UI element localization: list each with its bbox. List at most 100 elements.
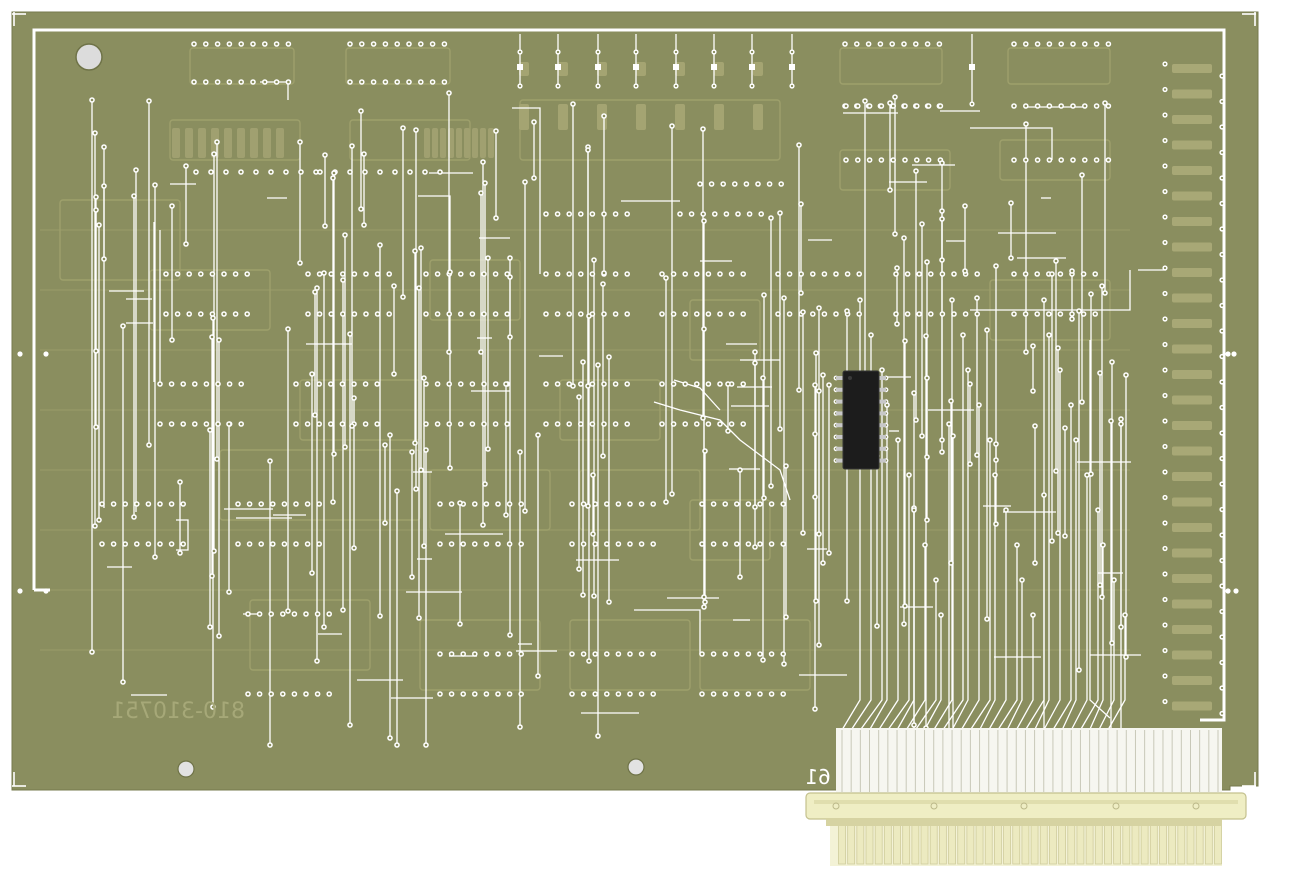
via bbox=[1041, 297, 1047, 303]
via bbox=[413, 486, 419, 492]
via bbox=[659, 381, 665, 387]
via bbox=[268, 691, 275, 697]
via bbox=[585, 503, 591, 509]
via bbox=[1030, 343, 1036, 349]
via bbox=[783, 614, 789, 620]
via bbox=[1219, 634, 1225, 640]
via bbox=[821, 271, 828, 277]
via bbox=[745, 651, 752, 657]
via bbox=[180, 381, 186, 387]
via bbox=[391, 371, 397, 377]
via bbox=[1162, 290, 1168, 297]
via bbox=[663, 499, 669, 505]
via bbox=[723, 211, 730, 217]
via bbox=[518, 691, 524, 697]
via bbox=[1162, 214, 1168, 220]
via bbox=[866, 103, 873, 109]
via bbox=[93, 207, 99, 213]
via bbox=[340, 277, 346, 283]
via bbox=[699, 691, 705, 697]
via bbox=[780, 541, 786, 547]
silkscreen: 810-310751 61 bbox=[111, 699, 831, 789]
via bbox=[717, 381, 723, 387]
via bbox=[924, 41, 931, 47]
via bbox=[493, 215, 499, 221]
via bbox=[458, 381, 464, 387]
via bbox=[89, 649, 95, 655]
via bbox=[1049, 271, 1055, 277]
via bbox=[913, 41, 919, 47]
via bbox=[816, 531, 822, 537]
via bbox=[303, 691, 309, 697]
via bbox=[316, 541, 323, 547]
via bbox=[330, 499, 336, 505]
via bbox=[382, 520, 388, 526]
via bbox=[1162, 265, 1168, 271]
via bbox=[962, 311, 969, 317]
via bbox=[948, 560, 954, 566]
via bbox=[590, 472, 596, 478]
via bbox=[604, 651, 610, 657]
via bbox=[268, 169, 274, 175]
via bbox=[796, 387, 802, 393]
via bbox=[258, 541, 265, 547]
via bbox=[157, 541, 163, 547]
via bbox=[285, 608, 291, 614]
via bbox=[694, 421, 700, 427]
via bbox=[216, 633, 222, 639]
via bbox=[256, 691, 263, 697]
via bbox=[798, 290, 804, 296]
via bbox=[800, 309, 806, 315]
via bbox=[993, 441, 999, 447]
via bbox=[879, 367, 885, 373]
via bbox=[768, 501, 775, 507]
via bbox=[297, 260, 303, 266]
via bbox=[783, 463, 789, 469]
via bbox=[711, 83, 717, 89]
via bbox=[1058, 157, 1064, 163]
via bbox=[180, 541, 186, 547]
via bbox=[732, 181, 738, 187]
via bbox=[1219, 124, 1225, 130]
via bbox=[740, 311, 746, 317]
via bbox=[133, 167, 139, 173]
via bbox=[478, 190, 484, 196]
via bbox=[304, 501, 311, 507]
via bbox=[429, 79, 436, 85]
via bbox=[766, 181, 773, 187]
via bbox=[387, 735, 393, 741]
via bbox=[1162, 622, 1168, 628]
via bbox=[600, 281, 606, 287]
via bbox=[722, 501, 728, 507]
via bbox=[418, 79, 424, 85]
via bbox=[245, 691, 251, 697]
via bbox=[967, 381, 973, 387]
via bbox=[757, 501, 763, 507]
via bbox=[394, 41, 401, 47]
via bbox=[507, 274, 513, 280]
via bbox=[446, 311, 453, 317]
via bbox=[965, 367, 971, 373]
via bbox=[904, 311, 911, 317]
via bbox=[374, 381, 381, 387]
via bbox=[638, 691, 645, 697]
via bbox=[134, 541, 140, 547]
via bbox=[595, 733, 601, 739]
via bbox=[349, 143, 355, 149]
via bbox=[347, 169, 353, 175]
via bbox=[710, 541, 717, 547]
via bbox=[962, 268, 968, 274]
via bbox=[789, 83, 795, 89]
via bbox=[342, 444, 348, 450]
via bbox=[270, 501, 276, 507]
via bbox=[495, 541, 501, 547]
via bbox=[221, 271, 227, 277]
via bbox=[889, 41, 895, 47]
via bbox=[911, 722, 917, 728]
via bbox=[174, 271, 181, 277]
via bbox=[566, 271, 572, 277]
via bbox=[950, 433, 956, 439]
via bbox=[1219, 353, 1225, 360]
via bbox=[595, 362, 601, 368]
via bbox=[586, 658, 592, 664]
